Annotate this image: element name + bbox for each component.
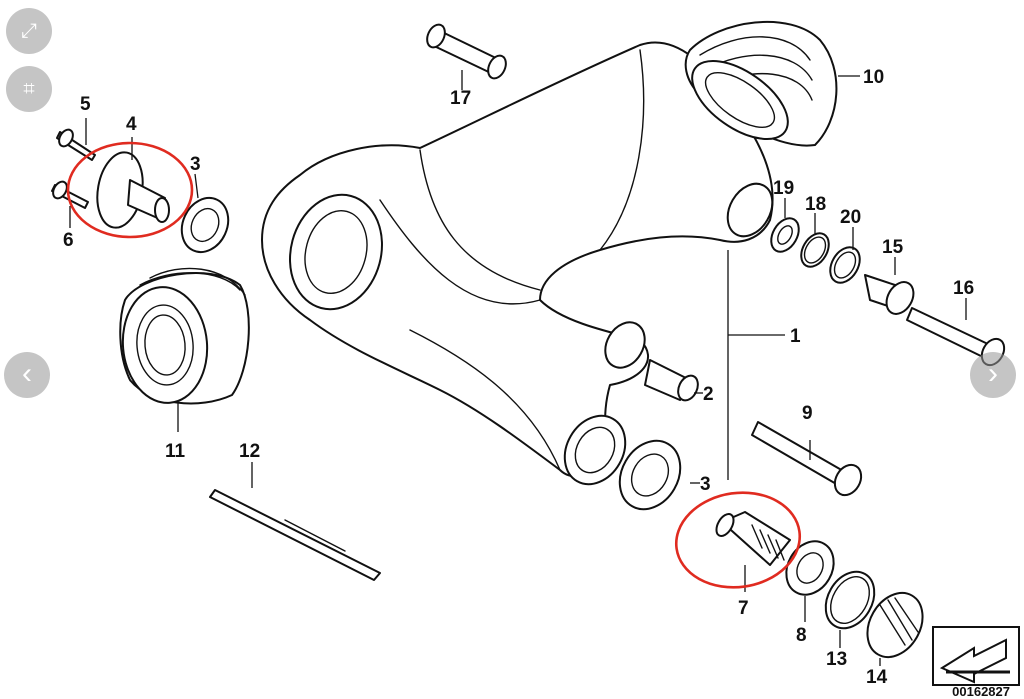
label-5: 5 — [80, 94, 91, 115]
document-number: 00162827 — [952, 684, 1010, 699]
locknut-8 — [785, 540, 835, 596]
label-3-upper: 3 — [190, 154, 201, 175]
tie-strap-12 — [209, 489, 381, 581]
bearing-3-lower — [618, 439, 682, 511]
highlight-circle-part-4 — [66, 141, 194, 239]
label-6: 6 — [63, 230, 74, 251]
sleeve-17 — [426, 23, 507, 80]
swingarm — [261, 41, 774, 486]
label-3-lower: 3 — [700, 474, 711, 495]
label-15: 15 — [882, 237, 904, 258]
label-16: 16 — [953, 278, 974, 299]
chevron-right-icon: › — [988, 357, 998, 390]
crop-button[interactable]: ⌗ — [6, 66, 52, 112]
label-7: 7 — [738, 598, 749, 619]
orientation-arrow-icon — [932, 626, 1020, 686]
ring-18 — [800, 232, 830, 268]
expand-icon: ⤢ — [21, 20, 37, 42]
next-image-button[interactable]: › — [970, 352, 1016, 398]
label-11: 11 — [165, 441, 186, 462]
ring-20 — [829, 246, 861, 284]
expand-button[interactable]: ⤢ — [6, 8, 52, 54]
cap-14 — [866, 592, 924, 658]
label-13: 13 — [826, 649, 847, 670]
label-12: 12 — [239, 441, 260, 462]
bushing-15 — [864, 274, 915, 315]
sleeve-2 — [644, 359, 699, 402]
bolt-9 — [751, 421, 863, 497]
bearing-3-upper — [180, 196, 230, 254]
label-19: 19 — [773, 178, 794, 199]
washer-19 — [770, 217, 800, 253]
label-18: 18 — [805, 194, 826, 215]
o-ring-13 — [824, 570, 876, 630]
boot-10 — [684, 20, 838, 147]
previous-image-button[interactable]: ‹ — [4, 352, 50, 398]
label-14: 14 — [866, 667, 888, 688]
label-20: 20 — [840, 207, 861, 228]
label-2: 2 — [703, 384, 714, 405]
bolt-6 — [51, 180, 89, 209]
highlight-circle-part-7 — [674, 491, 802, 589]
pivot-pin-7 — [715, 511, 791, 566]
label-1: 1 — [790, 326, 801, 347]
leader-lines — [69, 70, 967, 666]
crop-icon: ⌗ — [23, 78, 35, 100]
boot-11 — [119, 267, 250, 405]
label-17: 17 — [450, 88, 471, 109]
flange-4 — [96, 151, 170, 229]
label-8: 8 — [796, 625, 807, 646]
label-10: 10 — [863, 67, 884, 88]
label-9: 9 — [802, 403, 813, 424]
chevron-left-icon: ‹ — [22, 357, 32, 390]
bolt-5 — [56, 128, 96, 161]
label-4: 4 — [126, 114, 137, 135]
